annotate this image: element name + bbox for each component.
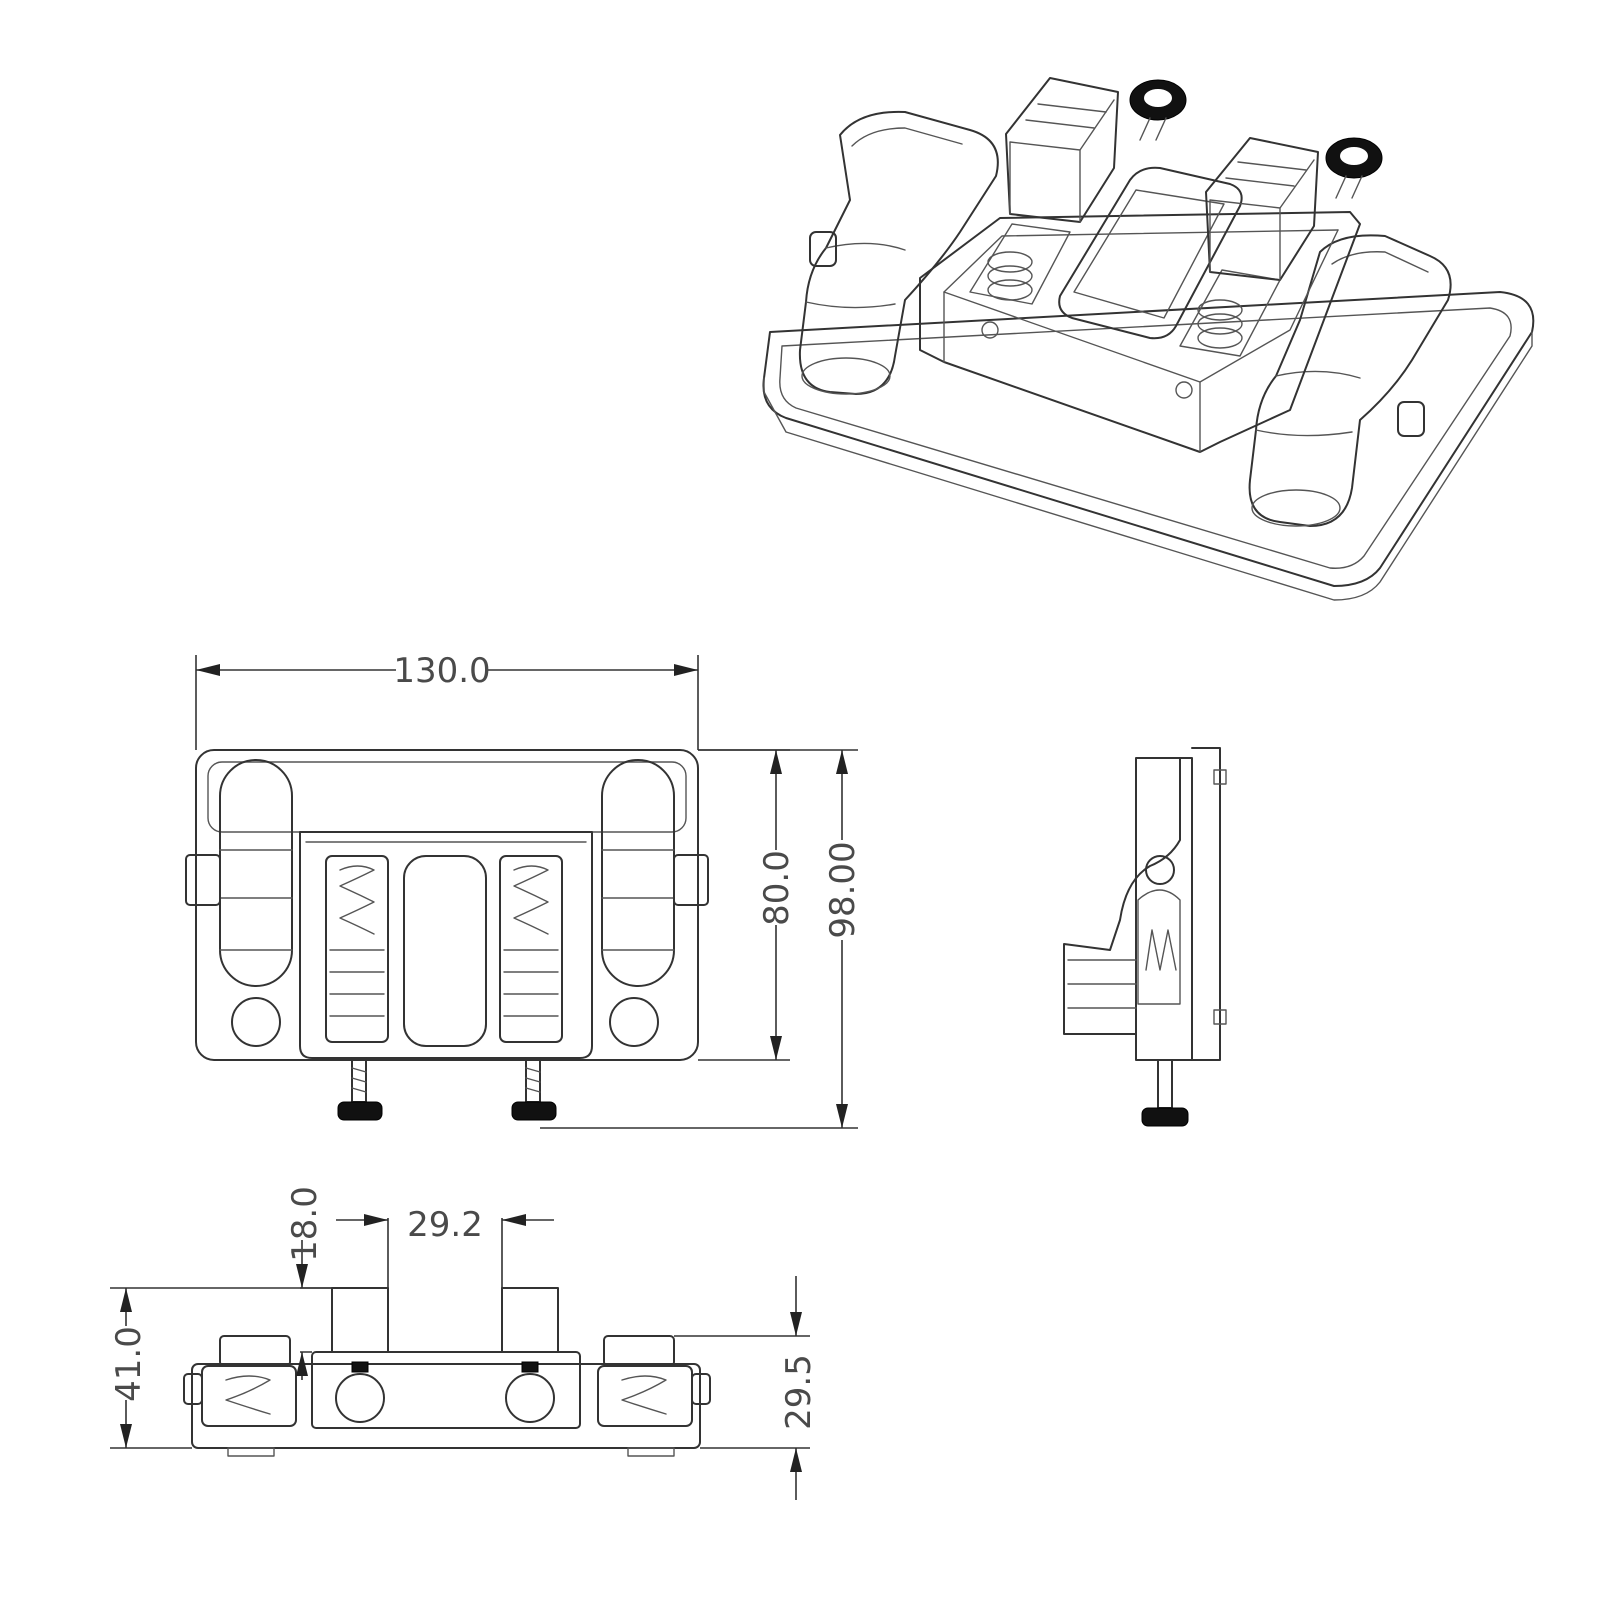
isometric-view bbox=[762, 77, 1535, 601]
front-view bbox=[185, 749, 709, 1121]
bottom-dimensions: 18.0 29.2 41.0 29.5 bbox=[109, 1186, 819, 1500]
dim-bottom-jaw-height: 18.0 bbox=[285, 1186, 325, 1262]
side-view bbox=[1063, 747, 1227, 1127]
bottom-view bbox=[183, 1287, 711, 1457]
dim-bottom-total-height: 41.0 bbox=[109, 1326, 149, 1402]
dim-front-height-body: 80.0 bbox=[757, 850, 797, 926]
dim-front-height-total: 98.00 bbox=[823, 841, 863, 938]
front-dimensions: 130.0 80.0 98.00 bbox=[195, 651, 863, 1129]
dim-bottom-body-height: 29.5 bbox=[779, 1354, 819, 1430]
dim-front-width: 130.0 bbox=[393, 651, 490, 691]
dim-bottom-jaw-gap: 29.2 bbox=[407, 1205, 483, 1245]
